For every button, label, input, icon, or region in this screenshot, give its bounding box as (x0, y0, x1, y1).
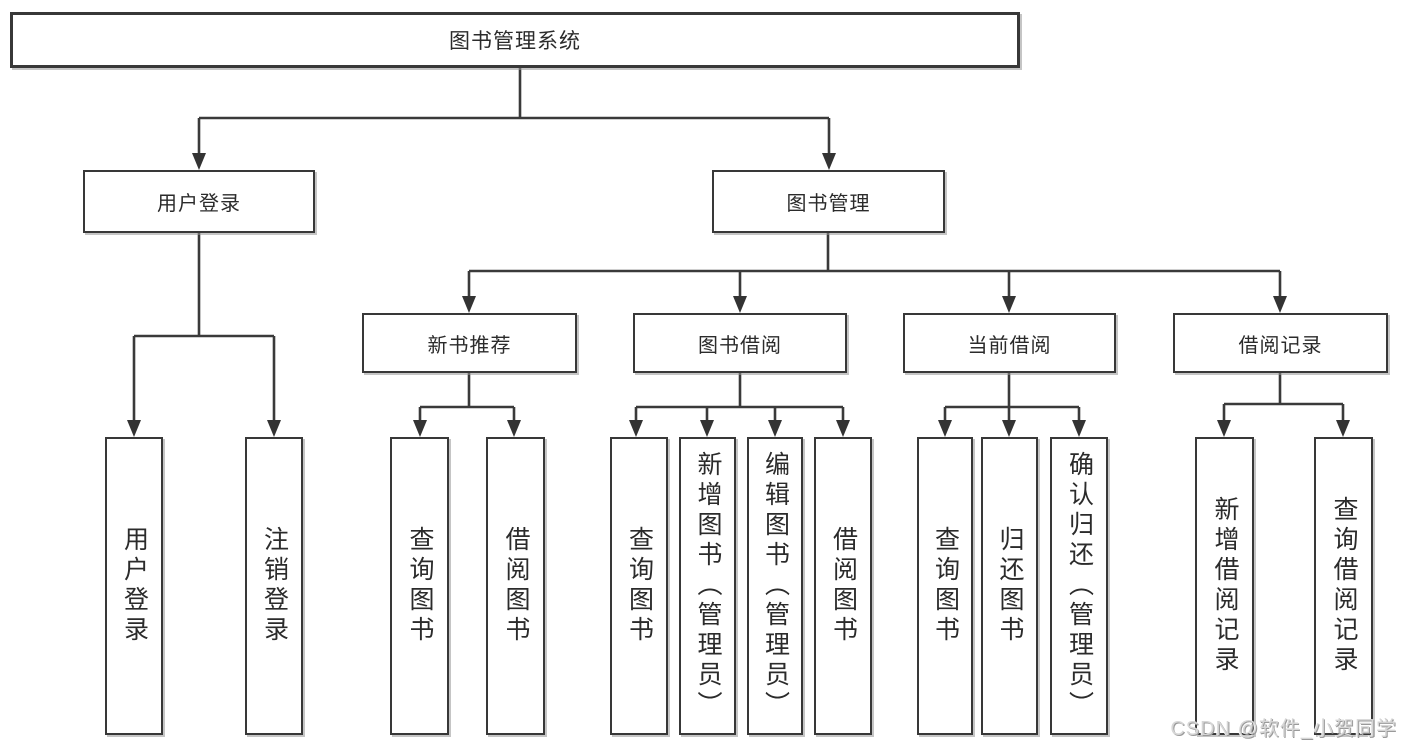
leaf-add-borrow-record-label: 新增借阅记录 (1211, 496, 1239, 676)
node-user-login: 用户登录 (83, 170, 315, 233)
leaf-confirm-return-admin: 确认归还（管理员） (1050, 437, 1108, 735)
leaf-edit-books-admin-label: 编辑图书（管理员） (761, 451, 790, 721)
leaf-query-books-1-label: 查询图书 (406, 526, 434, 646)
connector-root-to-level2 (192, 68, 836, 170)
node-book-borrowing-label: 图书借阅 (698, 334, 782, 357)
node-borrow-records: 借阅记录 (1173, 313, 1388, 373)
leaf-add-books-admin: 新增图书（管理员） (679, 437, 736, 735)
leaf-add-books-admin-label: 新增图书（管理员） (694, 451, 722, 721)
node-new-book-rec-label: 新书推荐 (427, 334, 512, 357)
leaf-query-books-1: 查询图书 (390, 437, 449, 735)
leaf-add-borrow-record: 新增借阅记录 (1195, 437, 1254, 735)
leaf-query-books-2: 查询图书 (610, 437, 668, 735)
leaf-borrow-books-2: 借阅图书 (814, 437, 872, 735)
leaf-logout: 注销登录 (245, 437, 303, 735)
leaf-query-books-3-label: 查询图书 (931, 526, 960, 646)
node-book-management-label: 图书管理 (786, 193, 871, 215)
connector-new-book-rec-children (413, 373, 521, 437)
connector-current-borrowing-children (938, 373, 1086, 437)
leaf-query-books-2-label: 查询图书 (625, 526, 654, 646)
node-root: 图书管理系统 (10, 12, 1020, 68)
leaf-borrow-books-2-label: 借阅图书 (829, 526, 858, 646)
node-new-book-rec: 新书推荐 (362, 313, 577, 373)
node-current-borrowing: 当前借阅 (903, 313, 1116, 373)
node-borrow-records-label: 借阅记录 (1238, 334, 1323, 357)
leaf-edit-books-admin: 编辑图书（管理员） (747, 437, 803, 735)
leaf-user-login: 用户登录 (105, 437, 163, 735)
node-book-borrowing: 图书借阅 (633, 313, 847, 373)
node-user-login-label: 用户登录 (157, 193, 241, 215)
leaf-borrow-books-1-label: 借阅图书 (502, 526, 530, 646)
connector-book-borrowing-children (629, 373, 850, 437)
node-root-label: 图书管理系统 (449, 30, 581, 53)
leaf-logout-label: 注销登录 (260, 526, 289, 646)
leaf-query-books-3: 查询图书 (917, 437, 973, 735)
leaf-return-books-label: 归还图书 (996, 526, 1024, 646)
connector-user-login-children (127, 233, 281, 437)
leaf-user-login-label: 用户登录 (120, 526, 149, 646)
leaf-query-borrow-record-label: 查询借阅记录 (1330, 496, 1358, 676)
connector-book-management-children (462, 233, 1287, 313)
leaf-return-books: 归还图书 (981, 437, 1038, 735)
csdn-watermark: CSDN @软件_小贺同学 (1170, 718, 1397, 740)
leaf-query-borrow-record: 查询借阅记录 (1314, 437, 1373, 735)
node-current-borrowing-label: 当前借阅 (967, 334, 1052, 357)
node-book-management: 图书管理 (712, 170, 945, 233)
leaf-borrow-books-1: 借阅图书 (486, 437, 545, 735)
connector-borrow-records-children (1217, 373, 1350, 437)
leaf-confirm-return-admin-label: 确认归还（管理员） (1065, 451, 1094, 721)
